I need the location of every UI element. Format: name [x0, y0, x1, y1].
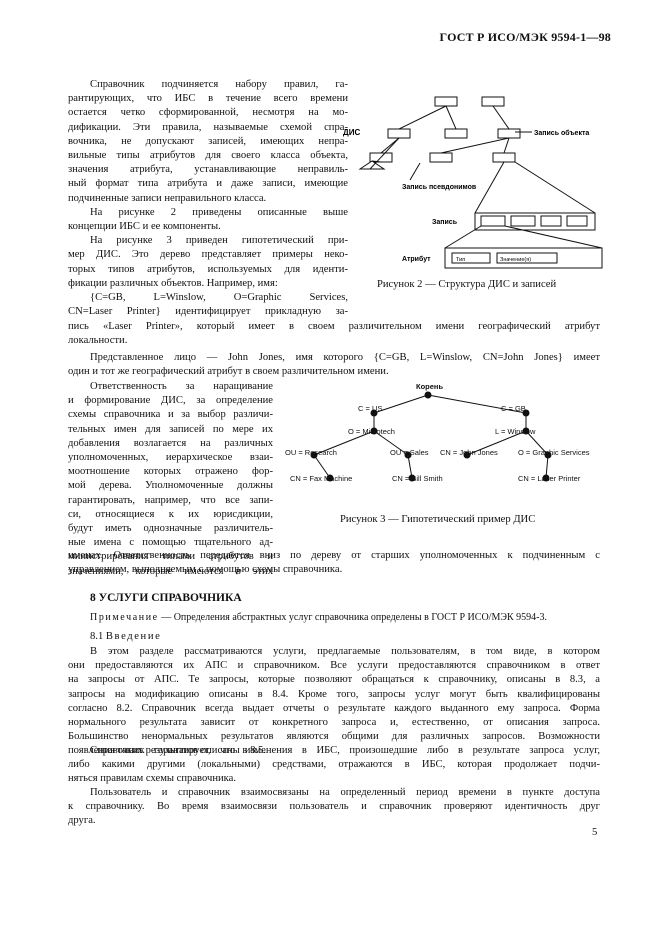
- text-line: Большинство ненормальных результатов явл…: [68, 731, 600, 743]
- paragraph-responsibility: Ответственность за наращивание и формиро…: [68, 380, 273, 579]
- text-line: вильные типы атрибутов для своего класса…: [68, 150, 348, 162]
- text-line: торых типов атрибутов, используемых для …: [68, 263, 348, 275]
- node-l-winslow: L = Winslow: [495, 427, 536, 436]
- text-line: няться правилам схемы справочника.: [68, 773, 236, 785]
- tree-node: [429, 152, 453, 163]
- paragraph-responsibility-cont: именах. Ответственность передается вниз …: [68, 549, 600, 577]
- text-line: фикации различных объектов. Например, им…: [68, 277, 278, 289]
- label-type: Тип: [456, 257, 465, 263]
- figure-3-caption: Рисунок 3 — Гипотетический пример ДИС: [340, 514, 536, 525]
- paragraph-changes: Справочник гарантирует, что изменения в …: [68, 744, 600, 787]
- text-line: мер ДИС. Это дерево представляет примеры…: [68, 249, 348, 261]
- tree-node: [497, 128, 521, 139]
- tree-node: [387, 128, 411, 139]
- text-line: вочника, не допускают записей, имеющих н…: [68, 135, 348, 147]
- text-line: остается четко сформированной, несмотря …: [68, 107, 348, 119]
- text-line: министрирования типами атрибутов и: [68, 551, 273, 563]
- node-root: Корень: [416, 382, 443, 391]
- text-line: значения атрибута, устанавливающие непра…: [68, 164, 348, 176]
- text-line: именах. Ответственность передается вниз …: [68, 550, 600, 561]
- text-line: ные имена с помощью тщательного ад-: [68, 537, 273, 549]
- label-alias-entry: Запись псевдонимов: [402, 184, 477, 191]
- text-line: схемы справочника и за выбор различи-: [68, 409, 273, 421]
- label-values: Значение(я): [500, 257, 531, 263]
- note-text: — Определения абстрактных услуг справочн…: [158, 612, 547, 623]
- text-line: Пользователь и справочник взаимосвязаны …: [90, 787, 600, 798]
- text-line: появления таких результатов описаны в 8.…: [68, 745, 266, 757]
- text-line: будут иметь однозначные различитель-: [68, 523, 273, 535]
- text-line: На рисунке 3 приведен гипотетический при…: [90, 235, 348, 247]
- label-attribute: Атрибут: [402, 255, 431, 263]
- text-line: пись «Laser Printer», который имеет в св…: [68, 321, 600, 332]
- note-label: Примечание: [90, 612, 159, 623]
- text-line: друга.: [68, 815, 96, 827]
- paragraph-laser-printer: пись «Laser Printer», который имеет в св…: [68, 320, 600, 348]
- text-line: значениями, которые имеются в этих: [68, 565, 273, 577]
- text-line: к справочнику. Во время взаимосвязи поль…: [68, 801, 600, 813]
- text-line: уполномоченных, иерархическое взаи-: [68, 452, 273, 464]
- text-line: подчиненные записи неправильного класса.: [68, 192, 267, 204]
- text-line: и формирование ДИС, за определение: [68, 395, 273, 407]
- text-line: ный формат типа атрибута и даже записи, …: [68, 178, 348, 190]
- text-line: на запросы от АПС. Те запросы, которые п…: [68, 674, 600, 686]
- subsection-number: 8.1: [90, 631, 106, 642]
- text-line: концепции ИБС и ее компоненты.: [68, 221, 221, 233]
- page-header: ГОСТ Р ИСО/МЭК 9594-1—98: [439, 30, 611, 44]
- text-line: они предоставляются их АПС и справочнико…: [68, 660, 600, 672]
- page-number: 5: [592, 827, 598, 838]
- tree-node: [444, 128, 468, 139]
- tree-node: [492, 152, 516, 163]
- node-cn-john-jones: CN = John Jones: [440, 448, 498, 457]
- node-ou-sales: OU = Sales: [390, 448, 429, 457]
- paragraph-services-intro: В этом разделе рассматриваются услуги, п…: [68, 645, 600, 759]
- label-object-entry: Запись объекта: [534, 129, 589, 137]
- text-line: локальности.: [68, 335, 128, 347]
- label-dis: ДИС: [343, 128, 360, 137]
- text-line: В этом разделе рассматриваются услуги, п…: [90, 646, 600, 657]
- text-line: моотношение которых отражено фор-: [68, 466, 273, 478]
- text-line: запросы на модификацию описаны в 8.4. Кр…: [68, 688, 600, 700]
- text-line: Справочник гарантирует, что изменения в …: [90, 745, 600, 756]
- figure-2-dis-structure: ДИС Запись объекта Запись псевдонимов За…: [343, 96, 603, 269]
- text-line: рантирующих, что ИБС в течение всего вре…: [68, 93, 348, 105]
- node-c-us: C = US: [358, 404, 382, 413]
- node-cn-bill-smith: CN = Bill Smith: [392, 474, 443, 483]
- tree-node: [481, 96, 505, 107]
- text-line: На рисунке 2 приведены описанные выше: [90, 206, 348, 218]
- text-line: дификации. Эти правила, называемые схемо…: [68, 121, 348, 133]
- figure-3-hypothetical-dis: Корень C = US C = GB O = Microtech L = W…: [285, 382, 590, 483]
- paragraph-schema-rules: Справочник подчиняется набору правил, га…: [68, 78, 348, 319]
- text-line: добавления возлагается на различных: [68, 437, 273, 449]
- text-line: один и тот же географический атрибут в с…: [68, 366, 389, 378]
- subsection-heading: 8.1 Введение: [90, 630, 161, 644]
- text-line: Ответственность за наращивание: [90, 381, 273, 392]
- tree-node: [434, 96, 458, 107]
- text-line: либо какими другими (локальными) средств…: [68, 759, 600, 771]
- paragraph-john-jones: Представленное лицо — John Jones, имя ко…: [68, 351, 600, 379]
- node-cn-fax-machine: CN = Fax Machine: [290, 474, 352, 483]
- text-line: мой дерева. Уполномоченные должны: [68, 480, 273, 492]
- node-o-microtech: O = Microtech: [348, 427, 395, 436]
- text-line: согласно 8.2. Справочник всегда выдает о…: [68, 702, 600, 714]
- section-note: Примечание — Определения абстрактных усл…: [90, 612, 547, 623]
- text-line: Справочник подчиняется набору правил, га…: [90, 79, 348, 90]
- text-line: тельных имен для записей по мере их: [68, 423, 273, 435]
- node-c-gb: C = GB: [501, 404, 526, 413]
- node-o-graphic-services: O = Graphic Services: [518, 448, 590, 457]
- text-line: управлением, выполняемым с помощью схемы…: [68, 564, 343, 576]
- text-line: CN=Laser Printer} идентифицирует приклад…: [68, 306, 348, 318]
- text-line: нормального результата зависит от конкре…: [68, 717, 600, 729]
- paragraph-interaction: Пользователь и справочник взаимосвязаны …: [68, 786, 600, 829]
- text-line: {C=GB, L=Winslow, O=Graphic Services,: [90, 292, 348, 304]
- subsection-title: Введение: [105, 631, 162, 642]
- label-entry: Запись: [432, 219, 458, 226]
- text-line: Представленное лицо — John Jones, имя ко…: [90, 352, 600, 363]
- text-line: гарантировать, например, что все запи-: [68, 494, 273, 506]
- node-cn-laser-printer: CN = Laser Printer: [518, 474, 581, 483]
- text-line: си, относящиеся к их юрисдикции,: [68, 508, 273, 520]
- section-title: 8 УСЛУГИ СПРАВОЧНИКА: [90, 592, 242, 604]
- node-ou-research: OU = Research: [285, 448, 337, 457]
- figure-2-caption: Рисунок 2 — Структура ДИС и записей: [377, 279, 557, 290]
